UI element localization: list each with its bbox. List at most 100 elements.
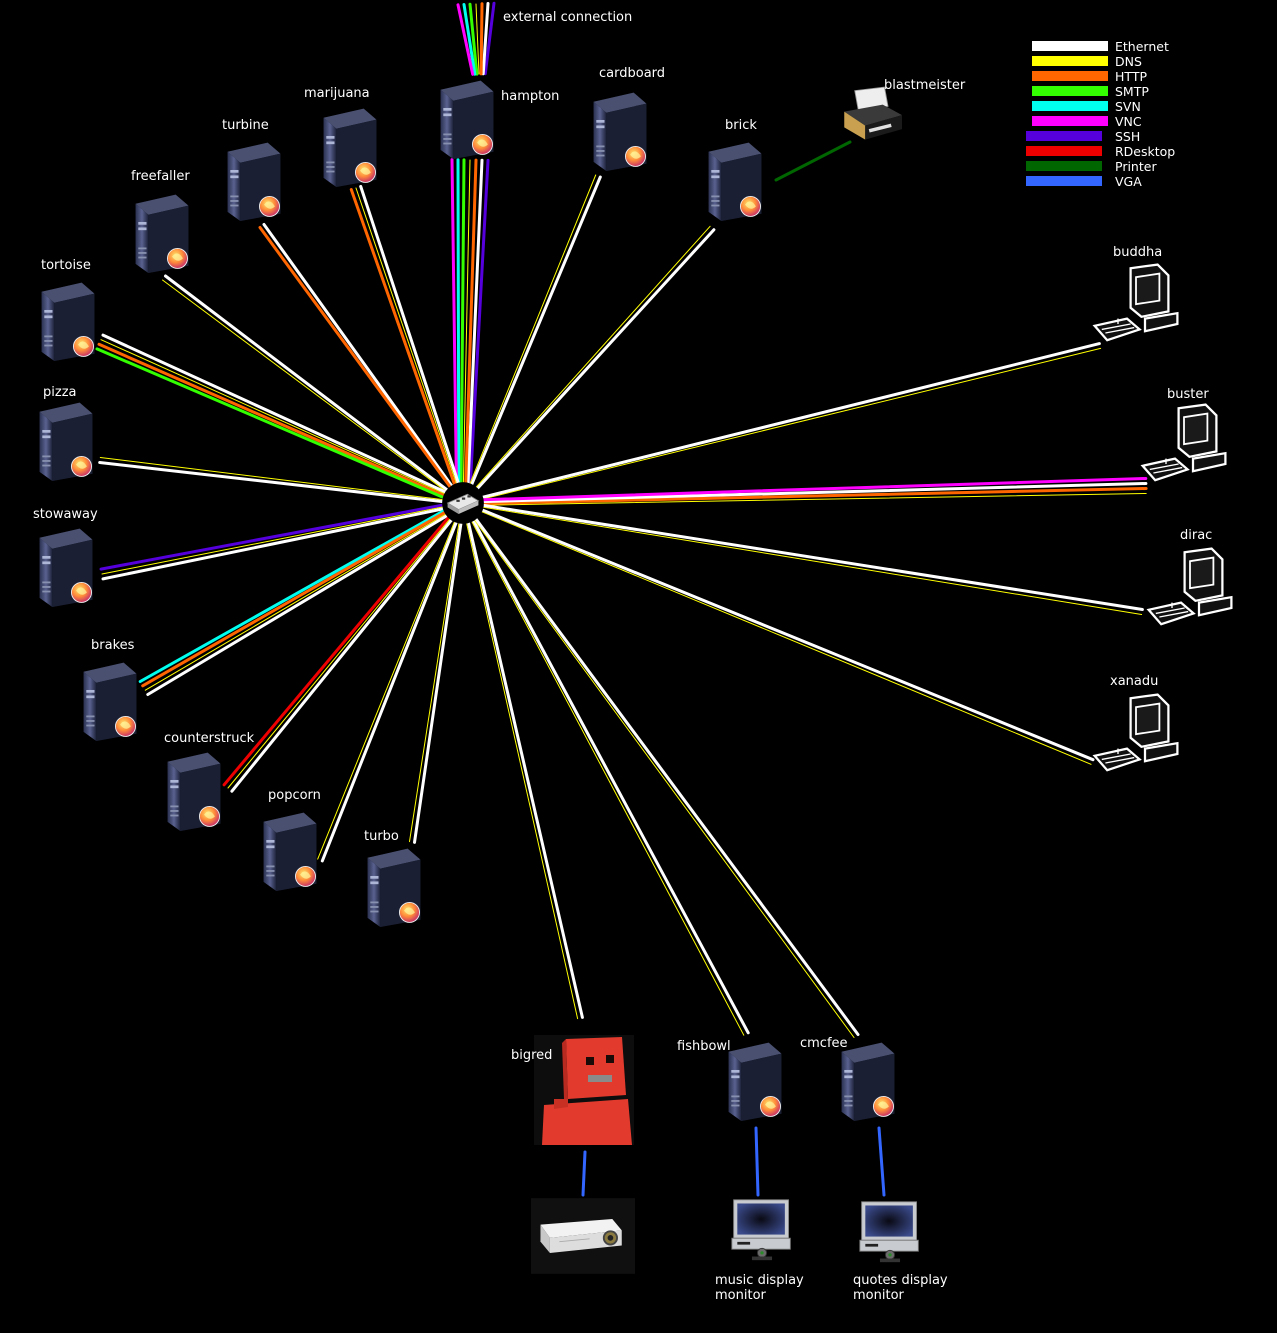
pizza-server-icon [39,402,93,481]
brick-label: brick [725,118,757,133]
dirac-dns-link [462,503,1143,615]
hampton-smtp-link [459,158,466,505]
legend-label: HTTP [1115,69,1147,84]
popcorn-ethernet-link [320,501,466,863]
legend-label: VGA [1115,174,1142,189]
buddha-workstation-icon [1093,263,1179,342]
external-svn-link [462,3,477,76]
cmcfee-server-icon [841,1042,895,1121]
popcorn-dns-link [317,502,463,860]
pizza-dns-link [99,457,464,503]
hampton-ssh-link [467,158,490,505]
external-ssh-link [483,1,496,76]
freefaller-server-icon [135,194,189,273]
legend-swatch [1032,56,1108,66]
marijuana-server-icon [323,108,377,187]
legend-item-dns: DNS [1032,54,1142,69]
stowaway-ethernet-link [101,503,465,581]
devices [39,80,1233,1275]
projector-projector-icon [531,1197,635,1275]
external-http-link [479,2,484,76]
blastmeister-printer-link [774,140,852,182]
legend-item-ssh: SSH [1026,129,1140,144]
marijuana-http-link [349,188,463,506]
stowaway-ssh-link [99,499,465,571]
legend-item-http: HTTP [1032,69,1147,84]
hampton-ethernet-link [465,158,484,505]
legend-label: Ethernet [1115,39,1169,54]
fishbowl-label: fishbowl [677,1039,731,1054]
legend-item-vga: VGA [1026,174,1142,189]
buster-label: buster [1167,387,1209,402]
music_monitor-vga-link [754,1126,760,1197]
turbine-label: turbine [222,118,269,133]
buster-dns-link [462,493,1147,507]
network-switch-icon [441,481,485,525]
buster-http-link [461,487,1148,506]
legend-label: DNS [1115,54,1142,69]
device-labels: external connectionhamptoncardboardbrick… [33,10,1212,1303]
xanadu-dns-link [462,503,1092,765]
brick-dns-link [461,225,711,503]
cardboard-server-icon [593,92,647,171]
hampton-vnc-link [450,158,459,505]
buddha-ethernet-link [461,342,1101,504]
legend-item-svn: SVN [1032,99,1141,114]
external-connection-label: external connection [503,10,632,25]
counterstruck-server-icon [167,752,221,831]
stowaway-label: stowaway [33,507,98,522]
fishbowl-ethernet-link [462,501,750,1035]
dirac-ethernet-link [461,500,1144,611]
stowaway-server-icon [39,528,93,607]
popcorn-label: popcorn [268,788,321,803]
tortoise-http-link [97,342,465,506]
cardboard-dns-link [461,174,597,504]
turbine-http-link [258,226,464,505]
popcorn-server-icon [263,812,317,891]
counterstruck-label: counterstruck [164,731,255,746]
cmcfee-ethernet-link [462,501,860,1036]
legend-item-printer: Printer [1026,159,1157,174]
legend-label: VNC [1115,114,1142,129]
legend-swatch [1026,161,1102,171]
bigred-ethernet-link [462,501,584,1019]
legend-swatch [1032,41,1108,51]
freefaller-label: freefaller [131,169,190,184]
buddha-dns-link [462,347,1102,505]
external-dns-link [475,3,480,75]
hampton-dns-link [462,159,471,504]
blastmeister-label: blastmeister [884,78,966,93]
fishbowl-dns-link [461,502,745,1036]
brakes-ethernet-link [146,503,466,696]
xanadu-label: xanadu [1110,674,1158,689]
legend-swatch [1026,176,1102,186]
tortoise-smtp-link [95,347,464,507]
counterstruck-dns-link [227,502,464,789]
legend-label: Printer [1115,159,1157,174]
xanadu-workstation-icon [1093,693,1179,772]
buster-workstation-icon [1141,403,1227,482]
external-vnc-link [456,3,475,76]
fishbowl-server-icon [728,1042,782,1121]
marijuana-ethernet-link [359,184,467,504]
protocol-legend: EthernetDNSHTTPSMTPSVNVNCSSHRDesktopPrin… [1026,39,1175,189]
freefaller-dns-link [162,279,463,505]
turbo-label: turbo [364,829,399,844]
external-smtp-link [468,2,479,76]
brick-server-icon [708,142,762,221]
marijuana-dns-link [355,187,464,504]
turbo-dns-link [409,502,463,843]
legend-label: SSH [1115,129,1140,144]
tortoise-dns-link [100,339,464,503]
legend-item-vnc: VNC [1032,114,1142,129]
counterstruck-ethernet-link [230,502,466,793]
legend-item-smtp: SMTP [1032,84,1149,99]
tortoise-server-icon [41,282,95,361]
cmcfee-label: cmcfee [800,1036,848,1051]
brick-ethernet-link [462,228,716,506]
connection-lines [95,1,1148,1197]
legend-swatch [1032,116,1108,126]
